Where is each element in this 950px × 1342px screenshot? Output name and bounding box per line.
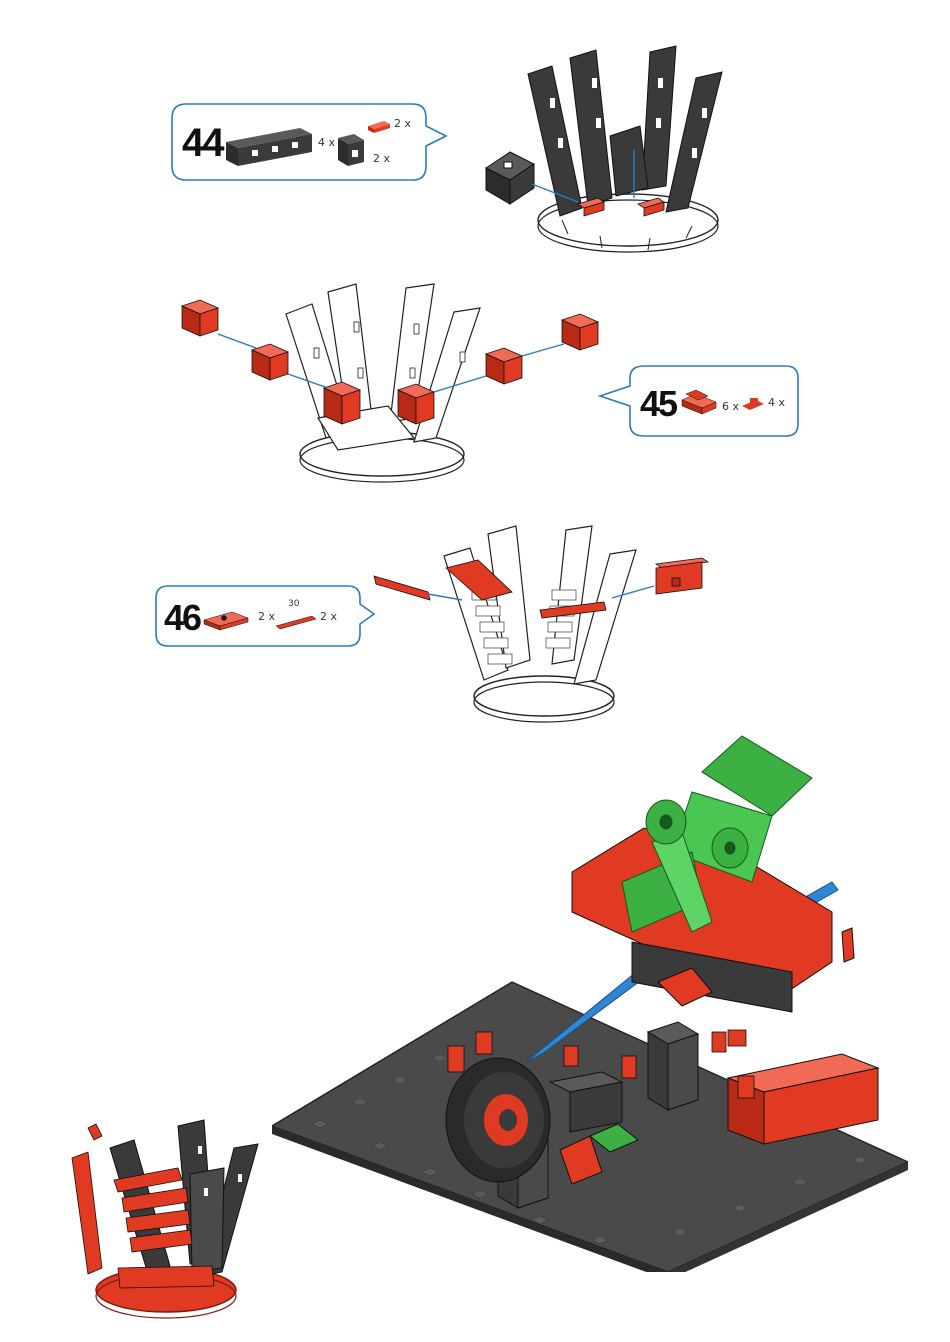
part-qty: 2 x <box>320 610 337 623</box>
step-46-assembly <box>366 520 732 732</box>
part-qty: 2 x <box>258 610 275 623</box>
step-46-completed-preview <box>62 1118 272 1330</box>
black-building-block-15-icon <box>338 134 364 166</box>
step-44-number: 44 <box>182 121 225 165</box>
step-44-callout: 44 4 x 2 x 2 x <box>168 100 458 184</box>
part-qty: 4 x <box>318 136 335 149</box>
axle-length-label: 30 <box>288 599 300 609</box>
part-qty: 4 x <box>768 396 785 409</box>
step-45-callout: 45 6 x 4 x <box>596 362 802 440</box>
part-qty: 6 x <box>722 400 739 413</box>
part-qty: 2 x <box>394 117 411 130</box>
step-44-assembly <box>470 38 760 260</box>
part-qty: 2 x <box>373 152 390 165</box>
step-45-number: 45 <box>640 383 678 424</box>
completed-model-illustration <box>272 732 908 1272</box>
turntable-gear <box>446 1058 550 1182</box>
step-45-assembly <box>178 278 618 488</box>
step-46-number: 46 <box>164 597 201 638</box>
step-46-callout: 46 2 x 30 2 x <box>152 582 378 650</box>
